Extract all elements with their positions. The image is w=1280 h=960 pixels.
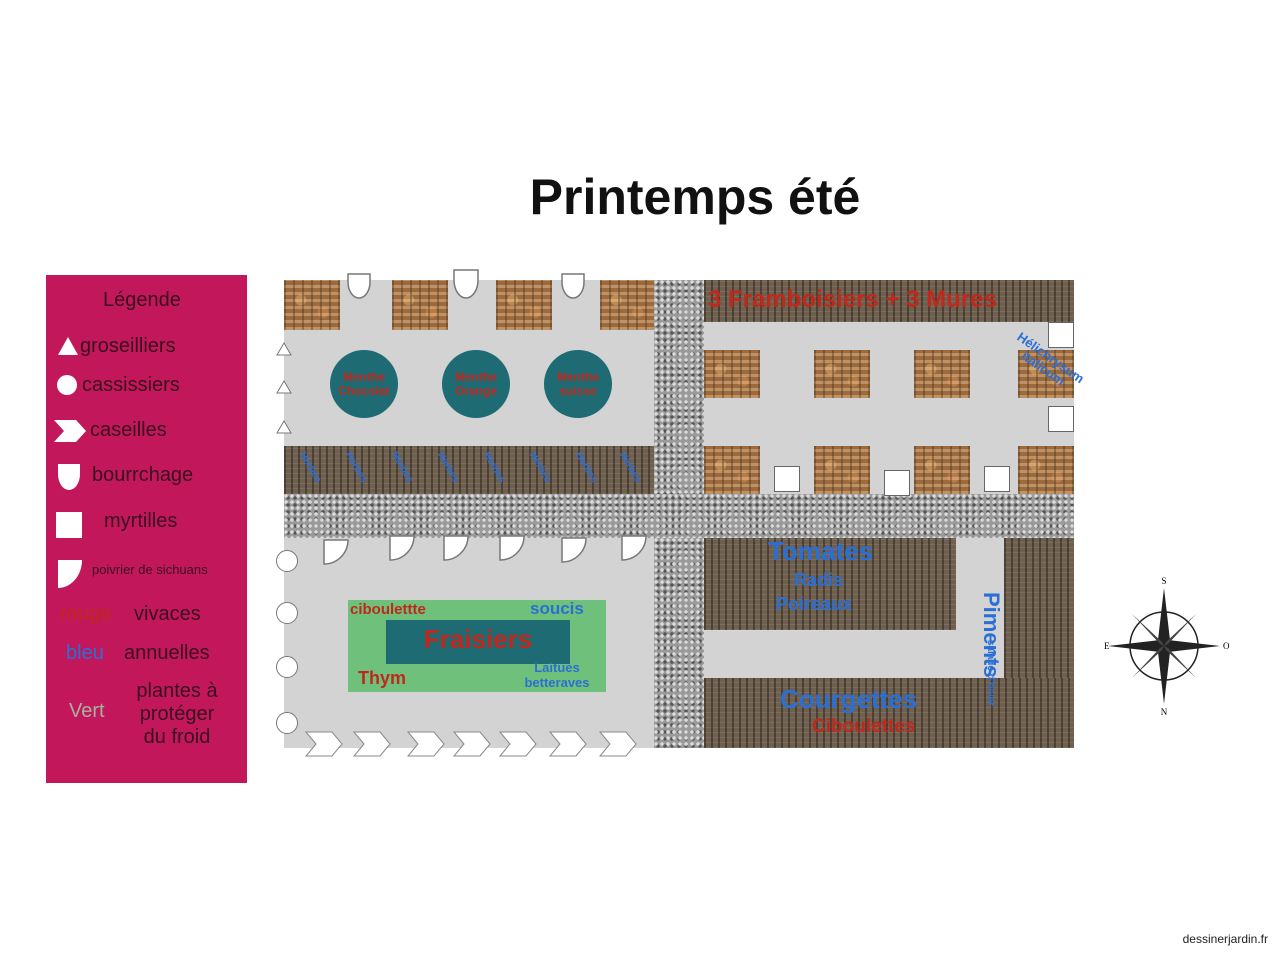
compass-rose-icon: S N E O [1104, 576, 1230, 716]
courgettes-bed [704, 678, 1074, 748]
legend-color-vert: Vert [69, 700, 105, 722]
tomates-bed [704, 538, 956, 630]
legend-color-bleu: bleu [66, 642, 104, 664]
crate [814, 446, 870, 494]
crate [1018, 350, 1074, 398]
courgettes-label: Courgettes [780, 684, 918, 714]
legend-item-bourrchage: bourrchage [92, 464, 194, 486]
crate [704, 446, 760, 494]
tomates-label: Tomates [768, 536, 873, 566]
cassissier-marker [276, 602, 298, 624]
herb-strip [284, 446, 654, 494]
cassissier-marker [276, 712, 298, 734]
quarter-icon [58, 560, 82, 588]
chevron-icon [54, 420, 86, 442]
compass-right: O [1223, 641, 1230, 651]
myrtille-marker [984, 466, 1010, 492]
piments-bed [1004, 538, 1074, 678]
bourrchage-marker [453, 269, 479, 299]
crate [392, 280, 448, 330]
soucis-label: soucis [530, 599, 584, 618]
groseillier-marker [276, 420, 292, 434]
crate [600, 280, 654, 330]
triangle-icon [58, 337, 78, 355]
legend-panel: Légende groseilliers cassissiers caseill… [46, 275, 247, 783]
legend-meaning-vivaces: vivaces [134, 603, 201, 625]
legend-item-poivrier: poivrier de sichuans [92, 562, 208, 577]
crate [704, 350, 760, 398]
legend-meaning-froid: plantes à protéger du froid [136, 680, 218, 748]
bourrchage-marker [561, 273, 585, 299]
legend-heading: Légende [103, 289, 181, 311]
shield-icon [58, 464, 80, 490]
poireaux-label: Poireaux [776, 594, 853, 614]
poivrier-marker [443, 535, 469, 561]
legend-item-groseilliers: groseilliers [80, 335, 176, 357]
cassissier-marker [276, 656, 298, 678]
myrtille-marker [1048, 406, 1074, 432]
myrtille-marker [774, 466, 800, 492]
poivrier-marker [499, 535, 525, 561]
fraisiers-core [386, 620, 570, 664]
legend-color-rouge: rouge [60, 603, 112, 625]
compass-top: S [1161, 576, 1166, 586]
thym-label: Thym [358, 668, 407, 688]
framboisiers-strip [704, 280, 1074, 322]
ciboulette-label: ciboulettte [350, 601, 426, 618]
crate [914, 446, 970, 494]
groseillier-marker [276, 380, 292, 394]
bourrchage-marker [347, 273, 371, 299]
crate [496, 280, 552, 330]
legend-meaning-annuelles: annuelles [124, 642, 210, 664]
laitues-label: Laitues betteraves [524, 660, 590, 690]
fraisiers-label: Fraisiers [423, 624, 533, 654]
page-title: Printemps été [529, 169, 861, 225]
poivrier-marker [323, 539, 349, 565]
crate [284, 280, 340, 330]
caseilles-row [304, 731, 637, 757]
gravel-path-horizontal [284, 494, 1074, 538]
groseillier-marker [276, 342, 292, 356]
poivrier-marker [621, 535, 647, 561]
poivrier-marker [389, 535, 415, 561]
radis-label: Radis [794, 570, 844, 590]
framboisiers-label: 3 Framboisiers + 3 Mures [708, 286, 997, 313]
legend-item-myrtilles: myrtilles [104, 510, 178, 532]
ciboulettes-label: Ciboulettes [812, 716, 916, 737]
legend-item-caseilles: caseilles [90, 419, 167, 441]
crate [1018, 446, 1074, 494]
legend-item-cassissiers: cassissiers [82, 374, 180, 396]
compass-bottom: N [1161, 707, 1168, 716]
salade-label: salade d'hiver [985, 639, 996, 707]
poivrier-marker [561, 537, 587, 563]
crate [914, 350, 970, 398]
myrtille-marker [1048, 322, 1074, 348]
circle-icon [57, 375, 77, 395]
square-icon [56, 512, 82, 538]
myrtille-marker [884, 470, 910, 496]
crate [814, 350, 870, 398]
footer-credit: dessinerjardin.fr [1182, 932, 1268, 946]
cassissier-marker [276, 550, 298, 572]
compass-left: E [1104, 641, 1110, 651]
